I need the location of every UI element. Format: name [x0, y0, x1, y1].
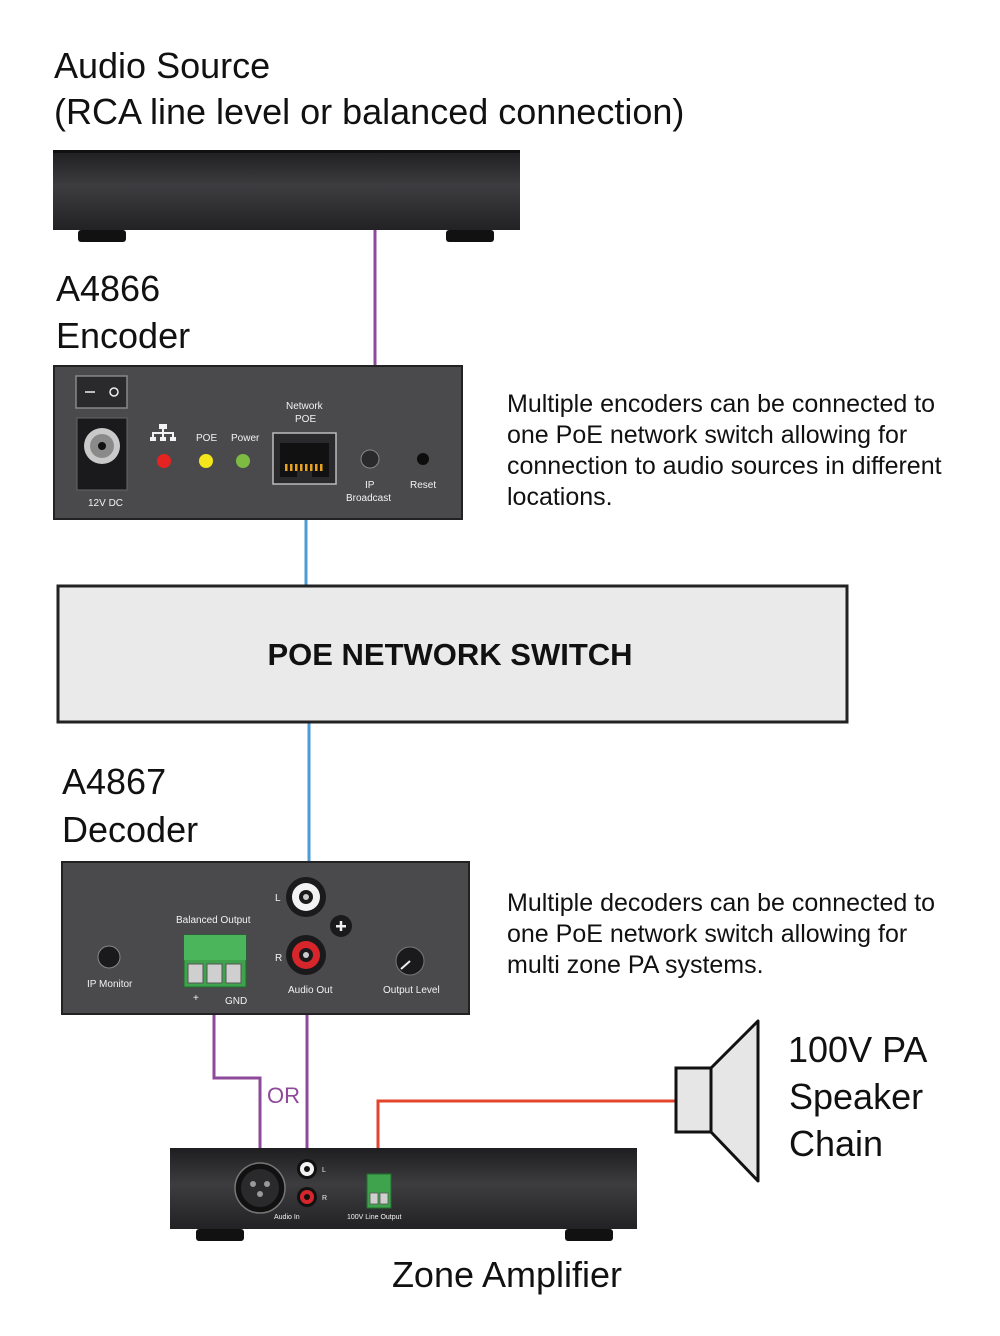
encoder-note: Multiple encoders can be connected to on… — [507, 390, 942, 511]
reset-button — [417, 453, 429, 465]
encoder-note-line4: locations. — [507, 483, 613, 511]
zone-amplifier-label: Zone Amplifier — [392, 1254, 622, 1295]
poe-led-label: POE — [196, 433, 217, 444]
speaker-label-line2: Speaker — [789, 1076, 923, 1117]
poe-led — [199, 454, 213, 468]
power-switch — [75, 375, 128, 409]
encoder-note-line1: Multiple encoders can be connected to — [507, 390, 935, 418]
dc-label: 12V DC — [88, 498, 123, 509]
amp-right-rca-jack — [297, 1187, 317, 1207]
lan-led — [157, 454, 171, 468]
foot-right — [446, 230, 494, 242]
encoder-note-line2: one PoE network switch allowing for — [507, 421, 907, 449]
line-output-label: 100V Line Output — [347, 1214, 402, 1221]
plus-terminal-label: + — [193, 993, 199, 1004]
ip-monitor-label: IP Monitor — [87, 979, 133, 990]
output-level-label: Output Level — [383, 985, 440, 996]
polarity-plus-icon — [330, 915, 352, 937]
speaker-label-line3: Chain — [789, 1123, 883, 1164]
ip-broadcast-label-line2: Broadcast — [346, 493, 391, 504]
network-icon — [150, 424, 176, 441]
right-rca-label: R — [275, 953, 282, 964]
encoder-model: A4866 — [56, 268, 160, 309]
reset-label: Reset — [410, 480, 436, 491]
ip-broadcast-button — [360, 449, 380, 469]
amp-left-label: L — [322, 1167, 326, 1174]
xlr-input-jack — [234, 1162, 286, 1214]
ip-broadcast-label-line1: IP — [365, 480, 375, 491]
decoder-model: A4867 — [62, 761, 166, 802]
dc-jack — [76, 417, 128, 491]
balanced-output-cable — [212, 985, 262, 1178]
decoder-note-line2: one PoE network switch allowing for — [507, 920, 907, 948]
speaker-label-line1: 100V PA — [788, 1029, 927, 1070]
amp-foot-right — [565, 1229, 613, 1241]
audio-source-title-line1: Audio Source — [54, 45, 270, 86]
or-label: OR — [267, 1083, 300, 1108]
amp-left-rca-jack — [297, 1159, 317, 1179]
output-level-knob — [395, 946, 425, 976]
zone-amplifier-device: L R Audio In 100V Line Output — [170, 1148, 637, 1241]
power-led — [236, 454, 250, 468]
speaker-icon — [674, 1019, 760, 1183]
decoder-note-line3: multi zone PA systems. — [507, 951, 764, 979]
audio-source-device — [53, 150, 520, 242]
balanced-output-terminal — [183, 934, 247, 988]
power-led-label: Power — [231, 433, 260, 444]
gnd-terminal-label: GND — [225, 996, 247, 1007]
line-output-terminal — [366, 1173, 392, 1209]
rj45-port — [272, 432, 337, 485]
foot-left — [78, 230, 126, 242]
audio-out-label: Audio Out — [288, 985, 333, 996]
decoder-name: Decoder — [62, 809, 198, 850]
audio-in-label: Audio In — [274, 1214, 300, 1221]
left-rca-label: L — [275, 893, 281, 904]
poe-network-switch: POE NETWORK SWITCH — [56, 584, 849, 724]
decoder-note: Multiple decoders can be connected to on… — [507, 889, 935, 979]
ip-monitor-button — [97, 945, 121, 969]
encoder-name: Encoder — [56, 315, 190, 356]
amp-right-label: R — [322, 1195, 327, 1202]
network-port-label-line2: POE — [295, 414, 316, 425]
encoder-device: 12V DC POE Power Network POE — [53, 365, 463, 520]
decoder-device: IP Monitor Balanced Output + GND L R — [61, 861, 470, 1015]
balanced-output-label: Balanced Output — [176, 915, 251, 926]
encoder-note-line3: connection to audio sources in different — [507, 452, 942, 480]
right-rca-jack — [286, 935, 326, 975]
network-port-label-line1: Network — [286, 401, 324, 412]
amp-foot-left — [196, 1229, 244, 1241]
audio-source-title-line2: (RCA line level or balanced connection) — [54, 91, 684, 132]
decoder-note-line1: Multiple decoders can be connected to — [507, 889, 935, 917]
left-rca-jack — [286, 877, 326, 917]
switch-label: POE NETWORK SWITCH — [267, 637, 632, 672]
